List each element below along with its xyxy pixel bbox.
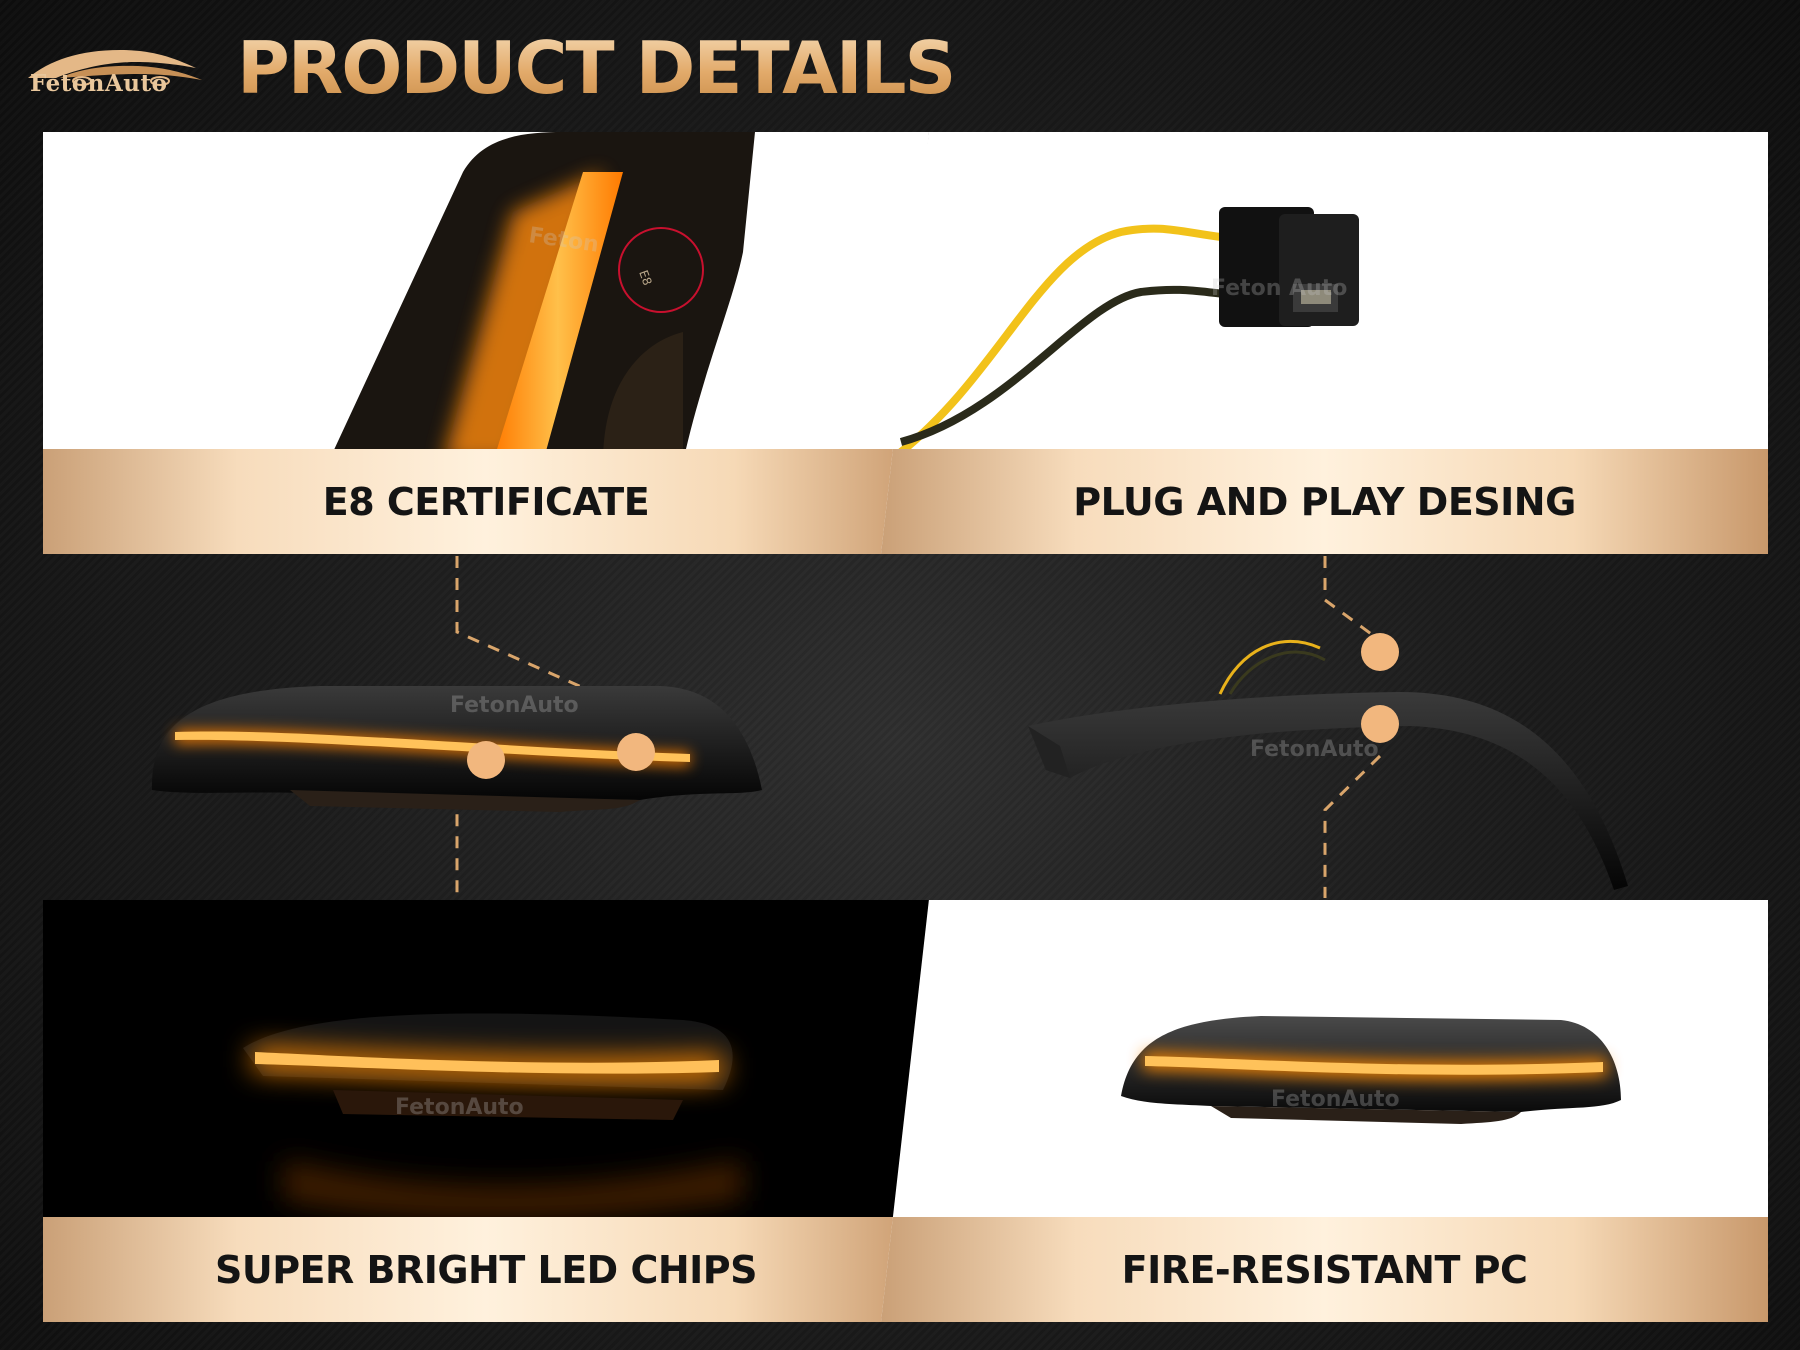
callout-lines-left	[455, 556, 621, 898]
svg-text:FetonAuto: FetonAuto	[1271, 1087, 1400, 1112]
brand-logo-text: FetonAuto	[30, 70, 168, 97]
callout-dot	[1361, 633, 1399, 671]
band-bright: SUPER BRIGHT LED CHIPS	[43, 1217, 929, 1322]
callout-dot	[1361, 705, 1399, 743]
svg-text:FetonAuto: FetonAuto	[395, 1095, 524, 1120]
panel-label-e8: E8 CERTIFICATE	[322, 479, 650, 524]
mirror-cap-image: FetonAuto	[1121, 1016, 1621, 1124]
mirror-cap-left-image: FetonAuto	[151, 686, 762, 812]
band-e8: E8 CERTIFICATE	[43, 449, 929, 554]
callout-dot	[617, 733, 655, 771]
band-plug: PLUG AND PLAY DESING	[881, 449, 1768, 554]
page-title: PRODUCT DETAILS	[237, 26, 956, 110]
mirror-cap-right-image: FetonAuto	[1028, 639, 1628, 890]
e8-closeup-image: E8 Feton	[333, 132, 755, 462]
car-logo-icon	[28, 50, 202, 86]
band-fire: FIRE-RESISTANT PC	[881, 1217, 1768, 1322]
callout-lines-right	[1323, 556, 1382, 898]
callout-dot	[467, 741, 505, 779]
panel-label-plug: PLUG AND PLAY DESING	[1073, 479, 1576, 524]
panel-plug-and-play: Feton Auto PLUG AND PLAY DESING	[881, 132, 1768, 554]
svg-text:Feton Auto: Feton Auto	[1211, 276, 1347, 301]
panel-fire-resistant-pc: FetonAuto FIRE-RESISTANT PC	[881, 900, 1768, 1322]
connector-image: Feton Auto	[898, 207, 1359, 456]
svg-text:FetonAuto: FetonAuto	[450, 693, 579, 718]
svg-text:E8: E8	[636, 268, 654, 287]
svg-text:FetonAuto: FetonAuto	[1250, 737, 1379, 762]
panel-label-bright: SUPER BRIGHT LED CHIPS	[214, 1247, 758, 1292]
panel-e8-certificate: E8 Feton E8 CERTIFICATE	[43, 132, 929, 554]
led-glow-image: FetonAuto	[243, 1013, 743, 1219]
panel-label-fire: FIRE-RESISTANT PC	[1121, 1247, 1528, 1292]
panel-super-bright-led: FetonAuto SUPER BRIGHT LED CHIPS	[43, 900, 929, 1322]
